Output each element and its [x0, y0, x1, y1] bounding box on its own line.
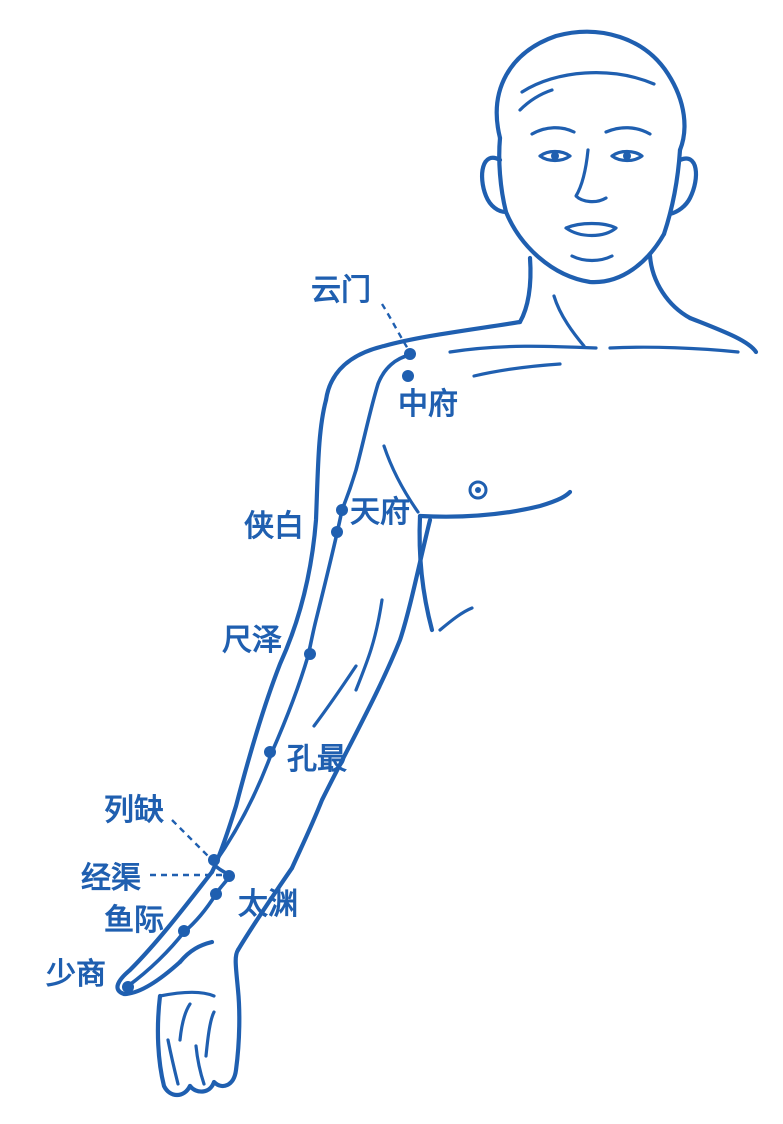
acupoint-markers	[122, 348, 416, 993]
point-chize	[304, 648, 316, 660]
label-lieque: 列缺	[104, 793, 164, 828]
point-lieque	[208, 854, 220, 866]
label-xiabai: 侠白	[244, 509, 304, 544]
label-shaoshang: 少商	[46, 957, 106, 992]
point-jingqu	[223, 870, 235, 882]
leader-lines	[150, 303, 411, 877]
lieque-leader	[171, 819, 213, 861]
point-zhongfu	[402, 370, 414, 382]
point-shaoshang	[122, 981, 134, 993]
point-taiyuan	[210, 888, 222, 900]
point-yuji	[178, 925, 190, 937]
arm-outline	[115, 397, 433, 1098]
label-taiyuan: 太渊	[238, 887, 298, 922]
label-chize: 尺泽	[222, 623, 282, 658]
label-zhongfu: 中府	[398, 387, 458, 422]
head-outline	[479, 29, 698, 285]
torso-outline	[323, 253, 759, 633]
acupoint-labels: 云门 中府 天府 侠白 尺泽 孔最 列缺 经渠 太渊 鱼际 少商	[46, 273, 458, 992]
point-kongzui	[264, 746, 276, 758]
point-yunmen	[404, 348, 416, 360]
yunmen-leader	[380, 303, 411, 353]
point-tianfu	[336, 504, 348, 516]
label-yunmen: 云门	[311, 273, 371, 308]
label-tianfu: 天府	[350, 495, 410, 530]
label-kongzui: 孔最	[287, 742, 347, 777]
point-xiabai	[331, 526, 343, 538]
label-jingqu: 经渠	[81, 861, 141, 896]
label-yuji: 鱼际	[104, 903, 164, 938]
